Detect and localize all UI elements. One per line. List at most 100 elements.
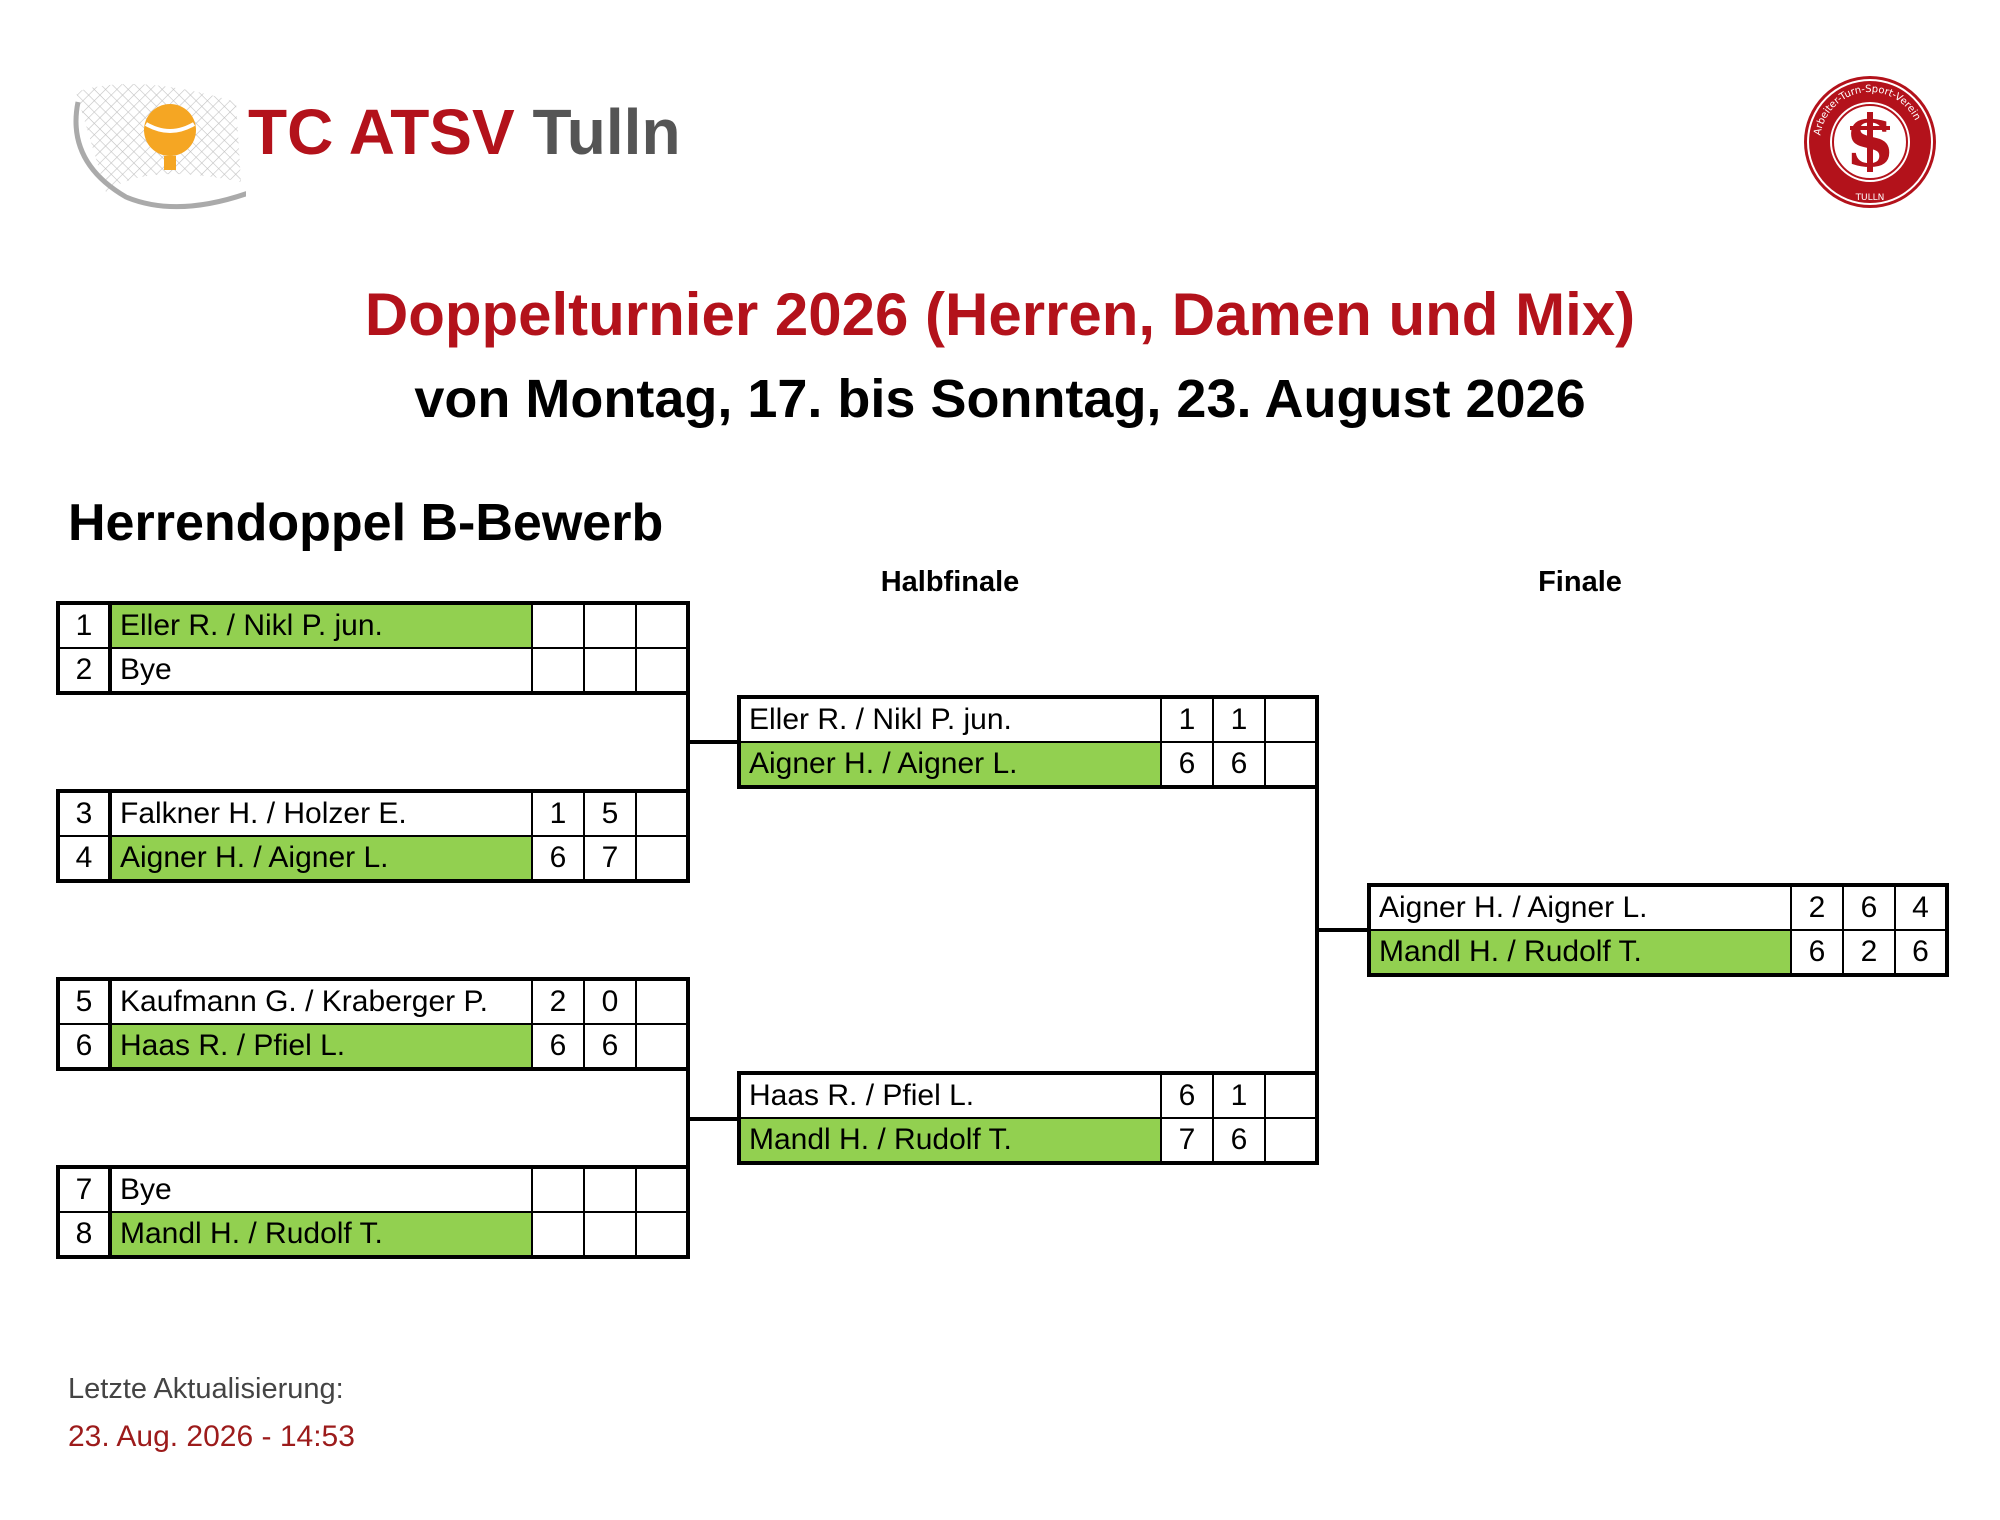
set-score: 1 — [1160, 696, 1214, 743]
set-score: 6 — [1160, 1072, 1214, 1119]
final-match-table: Aigner H. / Aigner L. 2 6 4 Mandl H. / R… — [1367, 883, 1949, 977]
seal-bottom-text: TULLN — [1855, 193, 1885, 203]
team-name: Aigner H. / Aigner L. — [109, 835, 533, 882]
set-score: 1 — [1212, 1072, 1266, 1119]
set-score — [635, 790, 689, 837]
last-update-label: Letzte Aktualisierung: — [68, 1373, 344, 1405]
connector-line — [688, 740, 739, 744]
team-name: Haas R. / Pfiel L. — [738, 1072, 1162, 1119]
club-logo-icon — [73, 84, 246, 210]
team-name: Aigner H. / Aigner L. — [738, 741, 1162, 788]
table-row: 2 Bye — [57, 647, 689, 694]
table-row: 3 Falkner H. / Holzer E. 1 5 — [57, 790, 689, 837]
seed-number: 4 — [57, 835, 112, 882]
set-score — [583, 1211, 637, 1258]
set-score: 6 — [1842, 884, 1896, 931]
set-score: 6 — [1790, 929, 1844, 976]
last-update-date: 23. Aug. 2026 - 14:53 — [68, 1420, 355, 1453]
set-score — [635, 1166, 689, 1213]
match-table: 3 Falkner H. / Holzer E. 1 5 4 Aigner H.… — [56, 789, 690, 883]
seed-number: 1 — [57, 602, 112, 649]
set-score — [635, 602, 689, 649]
team-name: Mandl H. / Rudolf T. — [1368, 929, 1792, 976]
section-title: Herrendoppel B-Bewerb — [68, 494, 664, 552]
table-row: Mandl H. / Rudolf T. 7 6 — [738, 1117, 1318, 1164]
team-name: Eller R. / Nikl P. jun. — [738, 696, 1162, 743]
match-table: Haas R. / Pfiel L. 6 1 Mandl H. / Rudolf… — [737, 1071, 1319, 1165]
set-score: 7 — [583, 835, 637, 882]
set-score — [531, 1211, 585, 1258]
set-score — [583, 1166, 637, 1213]
team-name: Kaufmann G. / Kraberger P. — [109, 978, 533, 1025]
set-score — [583, 647, 637, 694]
seed-number: 8 — [57, 1211, 112, 1258]
set-score — [1264, 1072, 1318, 1119]
set-score — [1264, 741, 1318, 788]
table-row: 6 Haas R. / Pfiel L. 6 6 — [57, 1023, 689, 1070]
match-table: Eller R. / Nikl P. jun. 1 1 Aigner H. / … — [737, 695, 1319, 789]
team-name: Bye — [109, 647, 533, 694]
set-score: 6 — [1212, 741, 1266, 788]
connector-line — [688, 1117, 739, 1121]
team-name: Mandl H. / Rudolf T. — [738, 1117, 1162, 1164]
round-label-final: Finale — [1538, 566, 1622, 598]
set-score: 2 — [1790, 884, 1844, 931]
set-score: 0 — [583, 978, 637, 1025]
set-score — [1264, 1117, 1318, 1164]
set-score: 7 — [1160, 1117, 1214, 1164]
team-name: Bye — [109, 1166, 533, 1213]
table-row: 8 Mandl H. / Rudolf T. — [57, 1211, 689, 1258]
club-name: TC ATSV Tulln — [248, 100, 681, 164]
set-score: 6 — [1894, 929, 1948, 976]
team-name: Falkner H. / Holzer E. — [109, 790, 533, 837]
set-score: 2 — [531, 978, 585, 1025]
set-score: 6 — [531, 1023, 585, 1070]
table-row: 1 Eller R. / Nikl P. jun. — [57, 602, 689, 649]
table-row: Haas R. / Pfiel L. 6 1 — [738, 1072, 1318, 1119]
set-score — [1264, 696, 1318, 743]
set-score: 1 — [531, 790, 585, 837]
atsv-seal-icon: Arbeiter-Turn-Sport-Verein TULLN S — [1804, 76, 1936, 208]
set-score — [531, 647, 585, 694]
set-score — [635, 647, 689, 694]
set-score: 5 — [583, 790, 637, 837]
set-score — [635, 1211, 689, 1258]
team-name: Haas R. / Pfiel L. — [109, 1023, 533, 1070]
table-row: Eller R. / Nikl P. jun. 1 1 — [738, 696, 1318, 743]
table-row: 7 Bye — [57, 1166, 689, 1213]
match-table: 1 Eller R. / Nikl P. jun. 2 Bye — [56, 601, 690, 695]
page-subtitle: von Montag, 17. bis Sonntag, 23. August … — [414, 369, 1586, 429]
table-row: Aigner H. / Aigner L. 2 6 4 — [1368, 884, 1948, 931]
set-score: 6 — [1160, 741, 1214, 788]
set-score: 6 — [531, 835, 585, 882]
seed-number: 7 — [57, 1166, 112, 1213]
team-name: Mandl H. / Rudolf T. — [109, 1211, 533, 1258]
set-score — [635, 978, 689, 1025]
set-score — [531, 1166, 585, 1213]
set-score: 4 — [1894, 884, 1948, 931]
set-score — [635, 1023, 689, 1070]
match-table: 5 Kaufmann G. / Kraberger P. 2 0 6 Haas … — [56, 977, 690, 1071]
round-label-semifinal: Halbfinale — [880, 566, 1020, 598]
table-row: Mandl H. / Rudolf T. 6 2 6 — [1368, 929, 1948, 976]
set-score — [583, 602, 637, 649]
club-name-town: Tulln — [532, 96, 681, 168]
table-row: 4 Aigner H. / Aigner L. 6 7 — [57, 835, 689, 882]
set-score: 6 — [1212, 1117, 1266, 1164]
set-score: 1 — [1212, 696, 1266, 743]
match-table: 7 Bye 8 Mandl H. / Rudolf T. — [56, 1165, 690, 1259]
set-score — [635, 835, 689, 882]
seed-number: 2 — [57, 647, 112, 694]
set-score: 6 — [583, 1023, 637, 1070]
seed-number: 5 — [57, 978, 112, 1025]
page-title: Doppelturnier 2026 (Herren, Damen und Mi… — [364, 281, 1636, 348]
seed-number: 6 — [57, 1023, 112, 1070]
set-score: 2 — [1842, 929, 1896, 976]
table-row: Aigner H. / Aigner L. 6 6 — [738, 741, 1318, 788]
team-name: Eller R. / Nikl P. jun. — [109, 602, 533, 649]
set-score — [531, 602, 585, 649]
table-row: 5 Kaufmann G. / Kraberger P. 2 0 — [57, 978, 689, 1025]
seed-number: 3 — [57, 790, 112, 837]
team-name: Aigner H. / Aigner L. — [1368, 884, 1792, 931]
connector-line — [1317, 928, 1369, 932]
